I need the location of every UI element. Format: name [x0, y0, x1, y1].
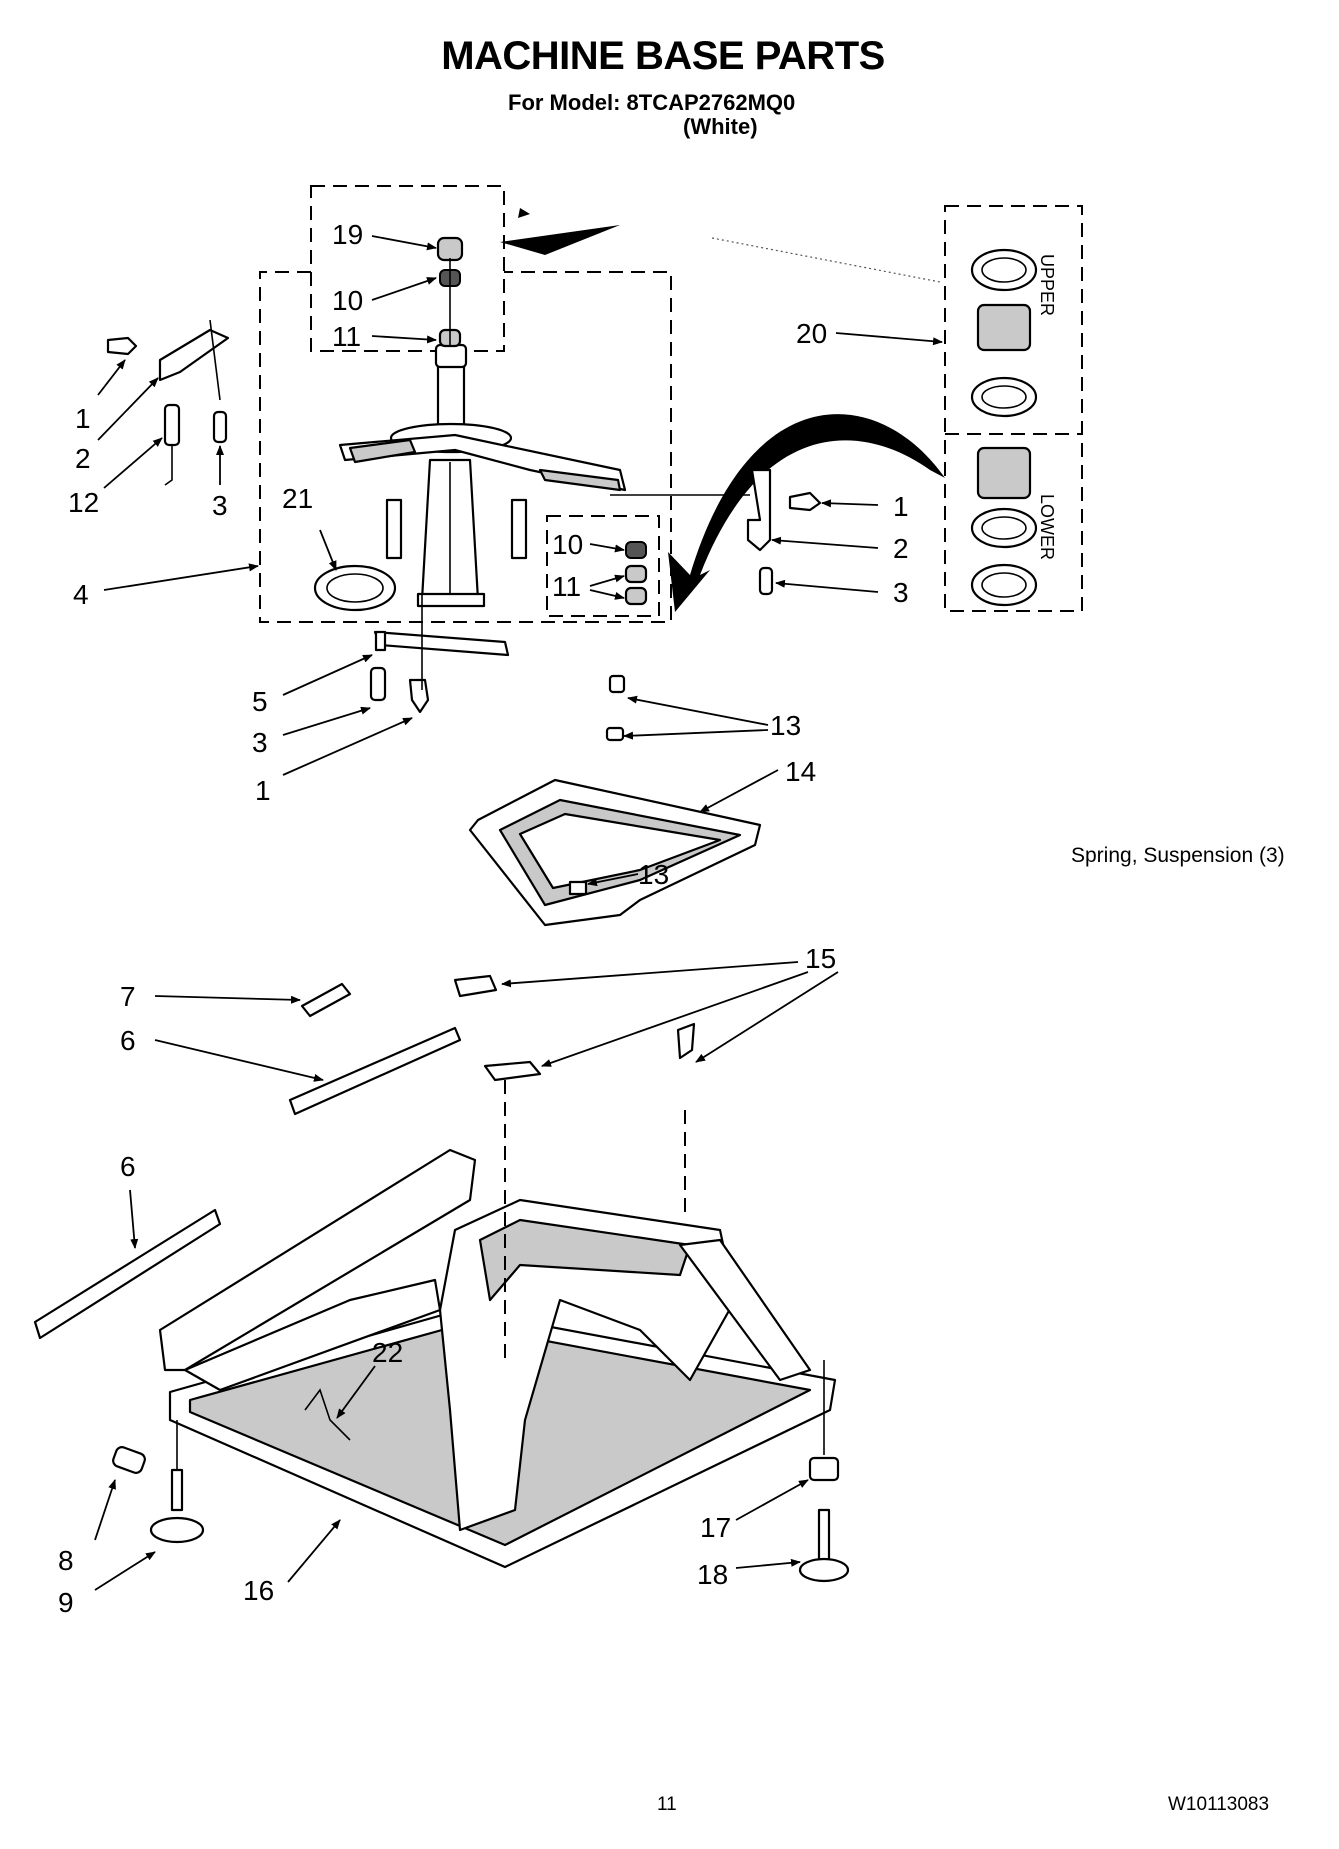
document-number: W10113083: [1168, 1794, 1270, 1815]
spring-7: [300, 982, 352, 1018]
callout-2: 2: [893, 533, 909, 564]
bottom-bracket-hardware: [369, 595, 510, 714]
hub-dashed-group: [259, 271, 672, 623]
callout-16: 16: [243, 1575, 274, 1606]
small-parts-10-11: [624, 541, 648, 606]
machine-base-16: [158, 1148, 837, 1569]
upper-dashed-group: [310, 185, 505, 352]
big-arrow-upper: [500, 225, 620, 255]
leg-assembly-right: [798, 1360, 850, 1583]
note-spring-suspension: Spring, Suspension (3): [1071, 844, 1285, 867]
big-curved-arrow: [668, 414, 945, 612]
bearing-dashed-group: [944, 205, 1083, 612]
ring-21: [313, 564, 397, 612]
callout-4: 4: [73, 579, 89, 610]
callout-13: 13: [638, 859, 669, 890]
callout-10: 10: [552, 529, 583, 560]
clip-22: [304, 1388, 351, 1441]
bearing-upper-stack: [970, 248, 1038, 418]
callout-8: 8: [58, 1545, 74, 1576]
callout-18: 18: [697, 1559, 728, 1590]
callout-6: 6: [120, 1025, 136, 1056]
clips-15: [453, 974, 696, 1082]
callout-11: 11: [332, 321, 361, 352]
callout-13: 13: [770, 710, 801, 741]
tub-ring-frame-14: [468, 674, 762, 927]
page-number: 11: [657, 1794, 677, 1815]
callout-1: 1: [255, 775, 271, 806]
callout-21: 21: [282, 483, 313, 514]
model-line: For Model: 8TCAP2762MQ0: [508, 90, 796, 115]
upper-stack-parts: [436, 236, 464, 348]
callout-10: 10: [332, 285, 363, 316]
hub-assembly: [338, 343, 627, 608]
callout-2: 2: [75, 443, 91, 474]
small-triangle-mark: [518, 208, 530, 218]
bearing-lower-stack: [970, 446, 1038, 607]
callout-19: 19: [332, 219, 363, 250]
callout-15: 15: [805, 943, 836, 974]
callout-11: 11: [552, 571, 581, 602]
callout-12: 12: [68, 487, 99, 518]
page-title: MACHINE BASE PARTS: [441, 34, 885, 78]
dotted-reference-line: [711, 237, 941, 283]
upper-label: UPPER: [1037, 254, 1057, 316]
callout-22: 22: [372, 1337, 403, 1368]
right-suspension-hardware: [610, 468, 822, 596]
color-line: (White): [683, 114, 758, 139]
callout-3: 3: [252, 727, 268, 758]
lower-label: LOWER: [1037, 494, 1057, 560]
callout-3: 3: [212, 490, 228, 521]
callout-7: 7: [120, 981, 136, 1012]
callout-20: 20: [796, 318, 827, 349]
callout-6: 6: [120, 1151, 136, 1182]
left-suspension-hardware: [106, 319, 230, 486]
callout-3: 3: [893, 577, 909, 608]
callout-17: 17: [700, 1512, 731, 1543]
callout-9: 9: [58, 1587, 74, 1618]
small-parts-dashed-group: [546, 515, 660, 617]
leg-assembly-left: [112, 1420, 205, 1544]
leader-lines: [94, 235, 943, 1591]
callout-1: 1: [893, 491, 909, 522]
callout-1: 1: [75, 403, 91, 434]
callout-14: 14: [785, 756, 816, 787]
rail-6-lower: [33, 1208, 222, 1340]
callout-labels: 1 2 12 3 19 10 11 20 21 4 10 11 1 2 3 5 …: [58, 219, 909, 1618]
callout-5: 5: [252, 686, 268, 717]
rail-6-upper: [288, 1026, 462, 1116]
